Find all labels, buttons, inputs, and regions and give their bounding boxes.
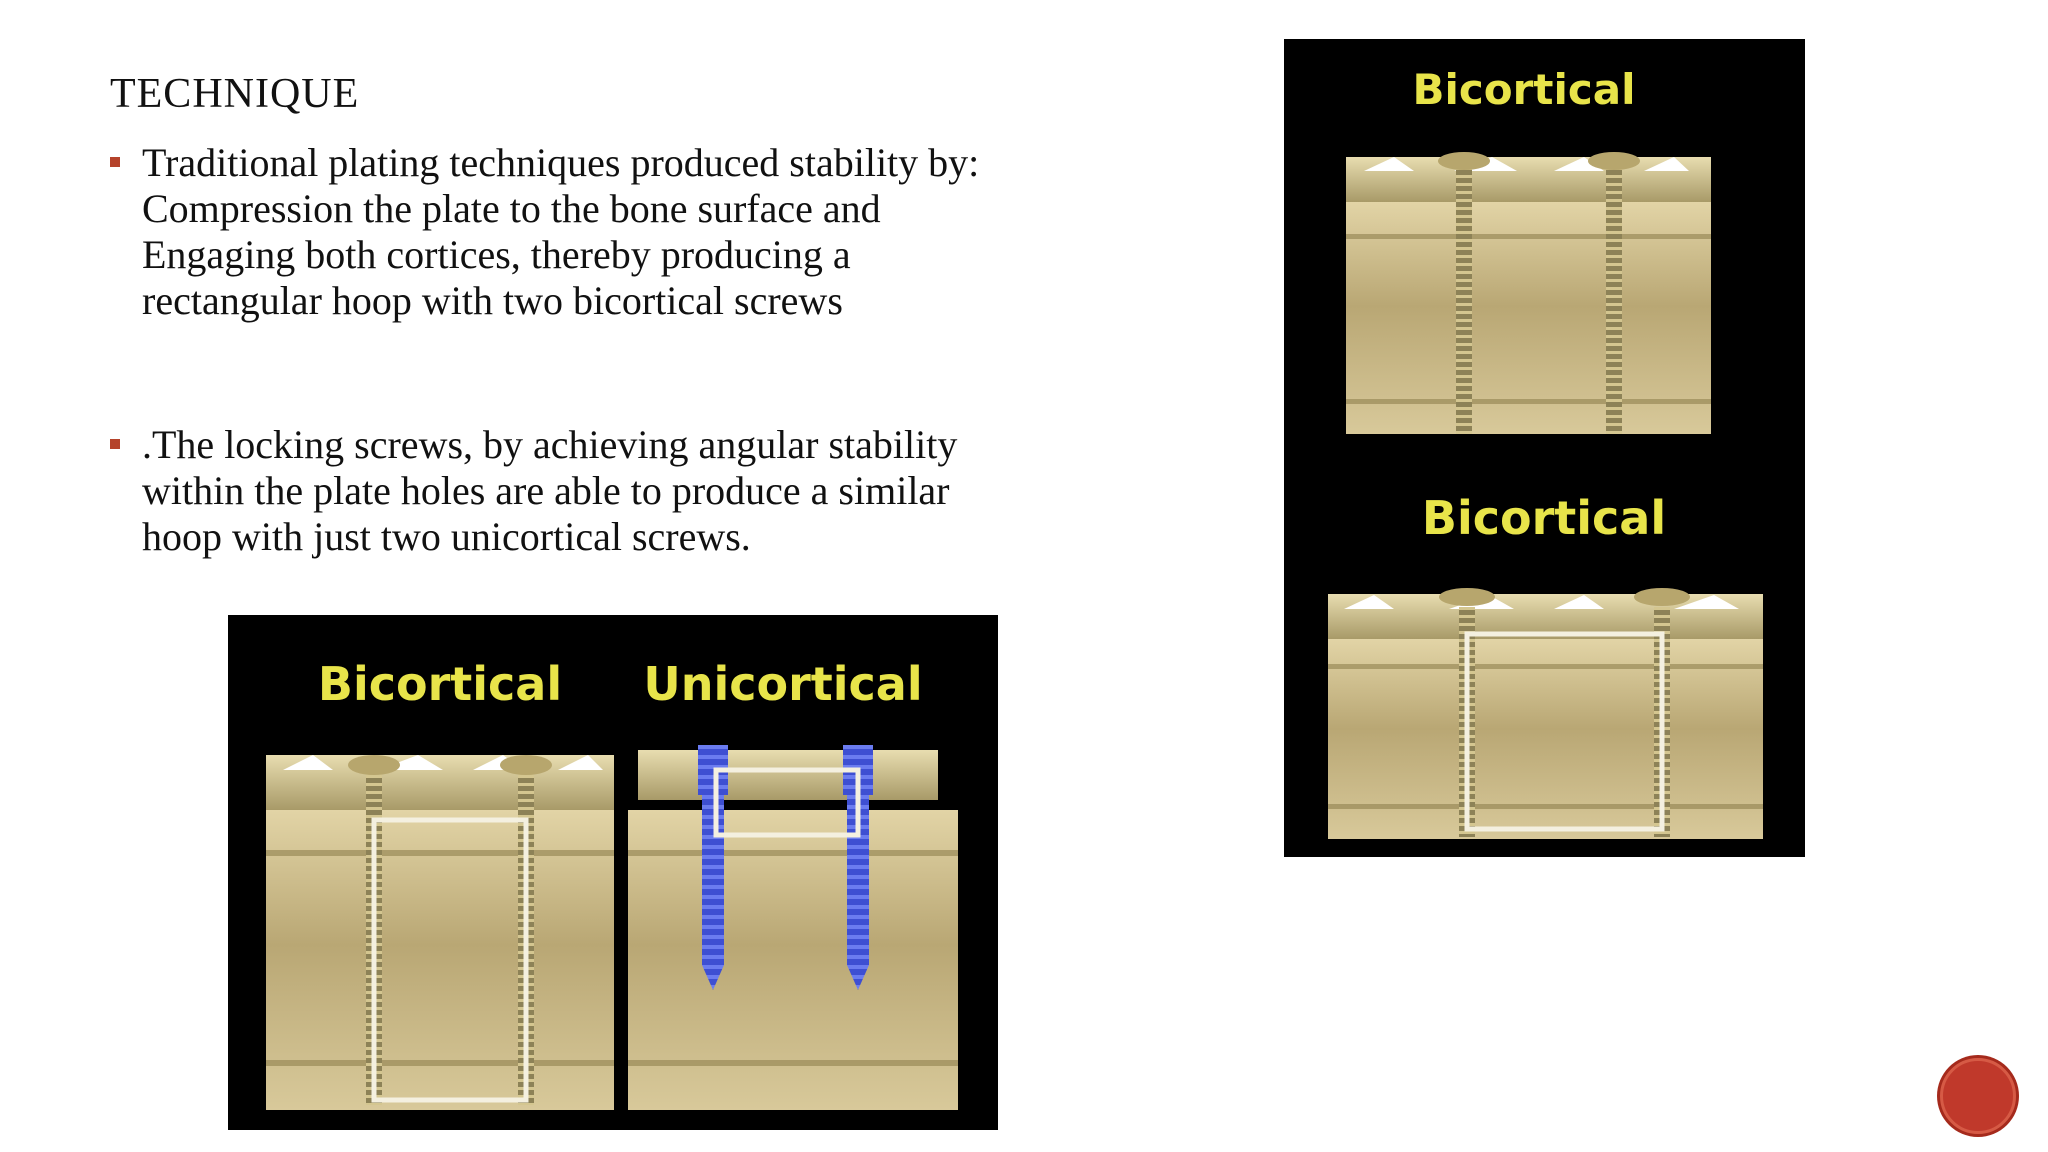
label-bicortical-bottom: Bicortical	[1422, 491, 1666, 545]
bullet-line: Traditional plating techniques produced …	[142, 140, 980, 185]
bicortical-bone-model-bottom	[1328, 588, 1763, 839]
label-unicortical: Unicortical	[643, 657, 922, 711]
slide-title: TECHNIQUE	[110, 71, 360, 117]
bicortical-bone-model-top	[1346, 152, 1711, 434]
bullet-line: rectangular hoop with two bicortical scr…	[142, 278, 843, 323]
figure-right-drawing: Bicortical Bicortical	[1328, 65, 1763, 839]
bullet-line: within the plate holes are able to produ…	[142, 468, 950, 513]
unicortical-bone-model	[628, 745, 958, 1110]
figure-left-drawing: Bicortical Unicortical	[266, 657, 958, 1110]
bicortical-bone-model	[266, 755, 614, 1110]
figure-bicortical-hoop: Bicortical Bicortical	[1284, 39, 1805, 857]
bullet-line: .The locking screws, by achieving angula…	[142, 422, 958, 467]
label-bicortical-top: Bicortical	[1413, 65, 1636, 114]
bullet-line: Engaging both cortices, thereby producin…	[142, 232, 851, 277]
bullet-marker-icon	[110, 157, 120, 167]
bullet-item-plating: Traditional plating techniques produced …	[110, 140, 1210, 324]
label-bicortical: Bicortical	[318, 657, 562, 711]
bullet-line: Compression the plate to the bone surfac…	[142, 186, 881, 231]
slide-nav-button[interactable]	[1940, 1058, 2016, 1134]
figure-bicortical-vs-unicortical: Bicortical Unicortical	[228, 615, 998, 1130]
bullet-list: Traditional plating techniques produced …	[110, 140, 1210, 560]
bullet-item-locking: .The locking screws, by achieving angula…	[110, 422, 1210, 560]
bullet-line: hoop with just two unicortical screws.	[142, 514, 751, 559]
bullet-marker-icon	[110, 439, 120, 449]
